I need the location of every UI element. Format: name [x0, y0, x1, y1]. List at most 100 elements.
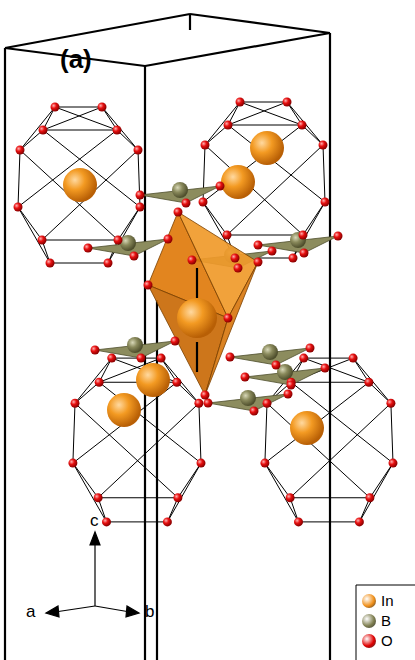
bond-line	[73, 403, 75, 463]
bond-line	[205, 102, 240, 145]
oxygen-atom	[241, 373, 250, 382]
oxygen-atom	[194, 399, 203, 408]
bond-line	[73, 463, 98, 498]
legend-swatch	[362, 614, 376, 628]
oxygen-atom	[134, 146, 143, 155]
oxygen-atom	[294, 517, 303, 526]
oxygen-atom	[164, 235, 173, 244]
oxygen-atom	[321, 198, 330, 207]
bond-line	[323, 145, 325, 202]
bond-line	[98, 497, 178, 498]
oxygen-atom	[163, 517, 172, 526]
oxygen-atom	[136, 203, 145, 212]
oxygen-atom	[226, 353, 235, 362]
oxygen-atom	[284, 390, 293, 399]
oxygen-atom	[173, 493, 182, 502]
indium-atom	[290, 411, 324, 445]
boron-atom	[120, 235, 136, 251]
bond-line	[265, 463, 299, 522]
oxygen-atom	[91, 346, 100, 355]
oxygen-atom	[199, 198, 208, 207]
bond-line	[43, 130, 117, 131]
bond-line	[199, 403, 201, 463]
panel-label: (a)	[60, 46, 92, 72]
oxygen-atom	[286, 493, 295, 502]
bond-line	[203, 125, 302, 202]
bond-line	[265, 403, 267, 463]
bond-line	[18, 207, 50, 263]
bond-line	[240, 102, 287, 103]
oxygen-atom	[46, 259, 55, 268]
indium-atom	[136, 363, 170, 397]
bond-line	[369, 382, 391, 403]
legend-swatch	[362, 634, 376, 648]
oxygen-atom	[234, 264, 243, 273]
bond-line	[43, 130, 140, 207]
oxygen-atom	[349, 354, 358, 363]
oxygen-atom	[201, 391, 210, 400]
oxygen-atom	[254, 258, 263, 267]
bond-line	[107, 521, 168, 522]
boron-atom	[127, 337, 143, 353]
oxygen-atom	[136, 191, 145, 200]
legend-text: O	[381, 633, 393, 648]
legend-frame	[356, 585, 415, 660]
icosahedron	[18, 107, 140, 263]
oxygen-atom	[224, 121, 233, 130]
oxygen-atom	[216, 182, 225, 191]
oxygen-atoms	[14, 98, 398, 527]
bond-line	[102, 107, 138, 150]
oxygen-atom	[137, 354, 146, 363]
oxygen-atom	[298, 121, 307, 130]
oxygen-atom	[14, 203, 23, 212]
axis-label: a	[26, 603, 35, 620]
oxygen-atom	[355, 517, 364, 526]
oxygen-atom	[268, 247, 277, 256]
oxygen-atom	[365, 493, 374, 502]
oxygen-atom	[334, 232, 343, 241]
bond-line	[42, 150, 138, 240]
bond-line	[178, 463, 201, 498]
bond-line	[75, 382, 99, 403]
oxygen-atom	[68, 459, 77, 468]
axis-triad	[46, 532, 139, 617]
oxygen-atom	[102, 517, 111, 526]
bond-line	[290, 497, 370, 498]
bond-line	[177, 382, 199, 403]
indium-atom	[250, 131, 284, 165]
borate-triangles	[88, 182, 338, 411]
oxygen-atom	[289, 254, 298, 263]
oxygen-atom	[107, 354, 116, 363]
bond-line	[55, 107, 117, 130]
oxygen-atom	[38, 236, 47, 245]
bond-line	[55, 107, 102, 108]
oxygen-atom	[98, 103, 107, 112]
bond-line	[265, 463, 290, 498]
oxygen-atom	[389, 459, 398, 468]
cell-edge	[189, 14, 191, 30]
bond-line	[267, 403, 370, 498]
bond-line	[290, 403, 391, 498]
bond-line	[228, 102, 287, 125]
bond-line	[75, 358, 112, 403]
indium-atom	[177, 298, 217, 338]
cell-edge	[4, 48, 6, 660]
bond-line	[228, 125, 302, 126]
oxygen-atom	[287, 381, 296, 390]
bond-line	[391, 403, 393, 463]
oxygen-atom	[283, 98, 292, 107]
oxygen-atom	[104, 259, 113, 268]
indium-atom	[107, 393, 141, 427]
oxygen-atom	[95, 378, 104, 387]
oxygen-atom	[250, 407, 259, 416]
oxygen-atom	[113, 126, 122, 135]
bond-line	[18, 150, 20, 207]
oxygen-atom	[171, 337, 180, 346]
oxygen-atom	[182, 199, 191, 208]
cell-edge	[145, 33, 330, 66]
bond-line	[240, 102, 302, 125]
oxygen-atom	[263, 399, 272, 408]
oxygen-atom	[364, 378, 373, 387]
octahedron	[148, 212, 258, 395]
